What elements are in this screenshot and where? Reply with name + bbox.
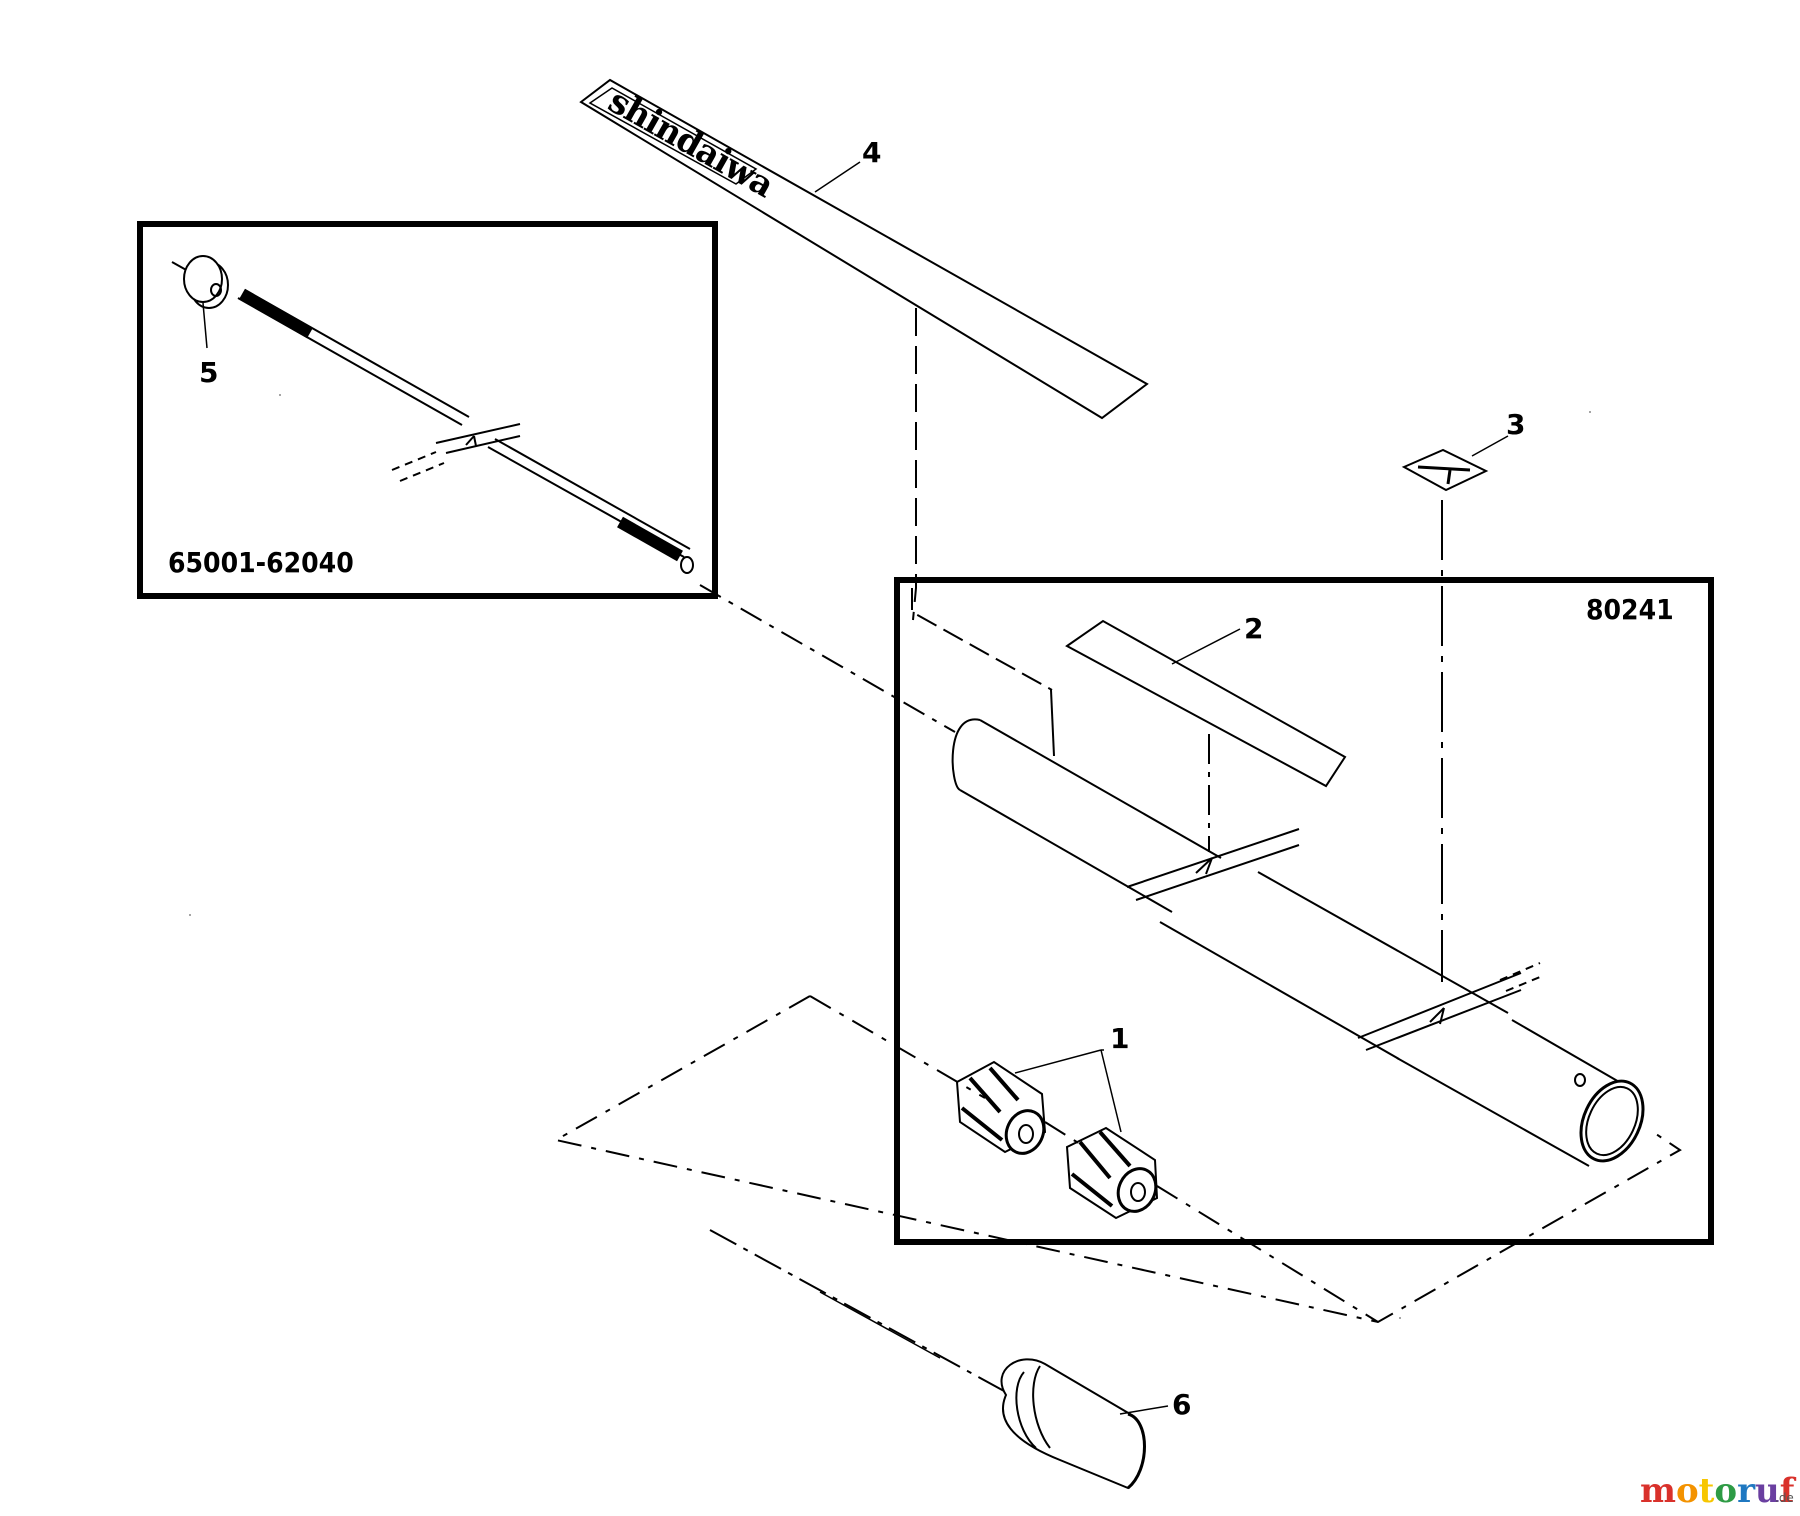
washer-part-5 bbox=[183, 255, 229, 309]
watermark-suffix: .de bbox=[1775, 1491, 1794, 1505]
decal-guide-line bbox=[911, 588, 1053, 691]
watermark-letter: t bbox=[1699, 1471, 1715, 1511]
leader-2 bbox=[1171, 628, 1241, 665]
callout-2: 2 bbox=[1244, 612, 1263, 645]
tube-kit-box bbox=[894, 577, 1714, 1245]
small-label-part-3: 3 bbox=[1401, 408, 1525, 982]
damper-a bbox=[955, 1060, 1047, 1155]
watermark-letter: u bbox=[1755, 1471, 1780, 1511]
brand-decal-part-4: shindaiwa 4 bbox=[579, 78, 1149, 621]
watermark-letter: o bbox=[1714, 1471, 1737, 1511]
shaft-kit-code: 65001-62040 bbox=[168, 546, 354, 579]
shaft-kit-group: 5 65001-62040 bbox=[137, 221, 718, 599]
leader-1c bbox=[1100, 1049, 1122, 1133]
motoruf-watermark: motoruf .de bbox=[1640, 1471, 1797, 1511]
scan-specks bbox=[189, 394, 1591, 1319]
callout-6: 6 bbox=[1172, 1388, 1191, 1421]
leader-3 bbox=[1471, 435, 1509, 457]
drive-shaft bbox=[171, 261, 694, 574]
tube-kit-code: 80241 bbox=[1586, 593, 1674, 626]
tube-kit-group: 80241 bbox=[894, 577, 1714, 1245]
drive-tube bbox=[951, 718, 1645, 1167]
leader-1a bbox=[1014, 1049, 1102, 1074]
watermark-letter: m bbox=[1640, 1471, 1676, 1511]
callout-3: 3 bbox=[1506, 408, 1525, 441]
callout-5: 5 bbox=[199, 356, 218, 389]
leader-5 bbox=[202, 302, 208, 349]
watermark-letter: r bbox=[1737, 1471, 1756, 1511]
watermark-letter: f bbox=[1780, 1471, 1797, 1511]
decal-4-placement-line bbox=[912, 308, 917, 621]
callout-4: 4 bbox=[862, 136, 881, 169]
leader-6 bbox=[1119, 1405, 1169, 1415]
end-cap-part-6 bbox=[1000, 1358, 1169, 1490]
callout-1: 1 bbox=[1110, 1022, 1129, 1055]
assembly-outline bbox=[553, 995, 1682, 1324]
damper-b bbox=[1065, 1126, 1159, 1220]
shaft-axis-line bbox=[699, 584, 956, 733]
damper-part-1 bbox=[955, 1049, 1159, 1220]
shaft-kit-box bbox=[137, 221, 718, 599]
svg-text:motoruf: motoruf bbox=[1640, 1471, 1797, 1511]
leader-4 bbox=[814, 161, 861, 193]
cap-6-guide-line bbox=[709, 1229, 1005, 1392]
decal-strip-part-2: 2 bbox=[1065, 612, 1347, 852]
watermark-letter: o bbox=[1676, 1471, 1699, 1511]
decal-brand-text: shindaiwa bbox=[602, 81, 781, 206]
